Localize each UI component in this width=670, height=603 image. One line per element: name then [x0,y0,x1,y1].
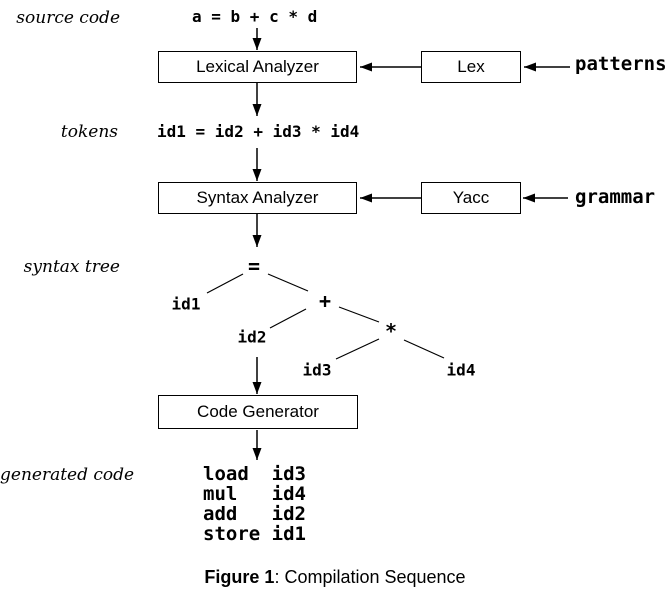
label-source-code: source code [16,8,120,28]
figure-caption: Figure 1: Compilation Sequence [0,567,670,588]
figure-caption-label: Figure 1 [204,567,275,587]
tree-edge-assign-plus [267,273,309,292]
tree-node-star: * [384,319,398,343]
yacc-box: Yacc [421,182,521,214]
label-tokens: tokens [60,122,118,142]
tokens-expression: id1 = id2 + id3 * id4 [157,122,360,141]
tree-node-plus: + [318,289,332,313]
tree-edge-plus-star [338,306,380,323]
source-code-expression: a = b + c * d [192,7,318,26]
tree-edge-star-id3 [335,338,380,360]
tree-edge-star-id4 [403,339,445,359]
lex-box: Lex [421,51,521,83]
figure-caption-text: : Compilation Sequence [274,567,466,587]
tree-node-id1: id1 [171,294,201,314]
code-generator-box: Code Generator [158,395,358,429]
generated-code-line: add id2 [203,503,306,525]
tree-node-id4: id4 [446,360,476,380]
tree-edge-assign-id1 [206,273,244,294]
generated-code-line: store id1 [203,523,306,545]
tree-node-id2: id2 [237,327,267,347]
tree-node-assign: = [247,254,261,278]
label-syntax-tree: syntax tree [23,257,120,277]
generated-code-line: mul id4 [203,483,306,505]
syntax-analyzer-box: Syntax Analyzer [158,182,357,214]
grammar-input-label: grammar [575,186,656,208]
label-generated-code: generated code [0,465,135,485]
generated-code-block: load id3 mul id4 add id2 store id1 [203,464,306,544]
lexical-analyzer-box: Lexical Analyzer [158,51,357,83]
tree-node-id3: id3 [302,360,332,380]
generated-code-line: load id3 [203,463,306,485]
tree-edge-plus-id2 [269,308,307,329]
patterns-input-label: patterns [575,53,667,75]
